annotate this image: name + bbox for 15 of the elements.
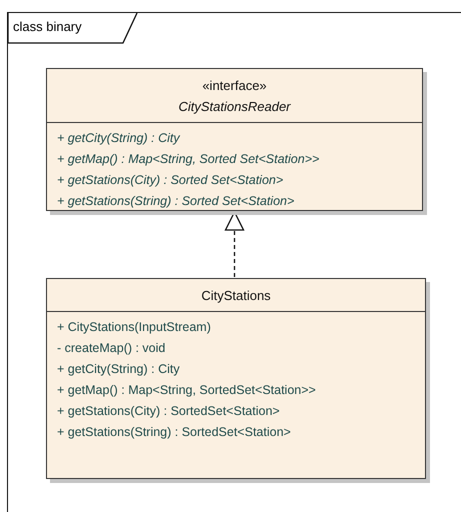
operation-text: + getMap() : Map<String, SortedSet<Station>> [57, 382, 316, 399]
diagram-frame [7, 12, 461, 512]
operation-text: + getStations(String) : Sorted Set<Station> [57, 193, 294, 210]
frame-label: class binary [13, 19, 82, 34]
class-name: CityStations [201, 287, 271, 305]
stereotype-label: «interface» [202, 77, 267, 95]
operation-text: - createMap() : void [57, 340, 166, 357]
operation-text: + getStations(String) : SortedSet<Station> [57, 424, 291, 441]
operation-text: + getStations(City) : Sorted Set<Station> [57, 172, 284, 189]
operation-text: + getStations(City) : SortedSet<Station> [57, 403, 280, 420]
operation-text: + CityStations(InputStream) [57, 319, 211, 336]
operation-text: + getMap() : Map<String, Sorted Set<Station>> [57, 151, 320, 168]
operation-text: + getCity(String) : City [57, 130, 180, 147]
class-name: CityStationsReader [178, 98, 290, 116]
operation-text: + getCity(String) : City [57, 361, 180, 378]
